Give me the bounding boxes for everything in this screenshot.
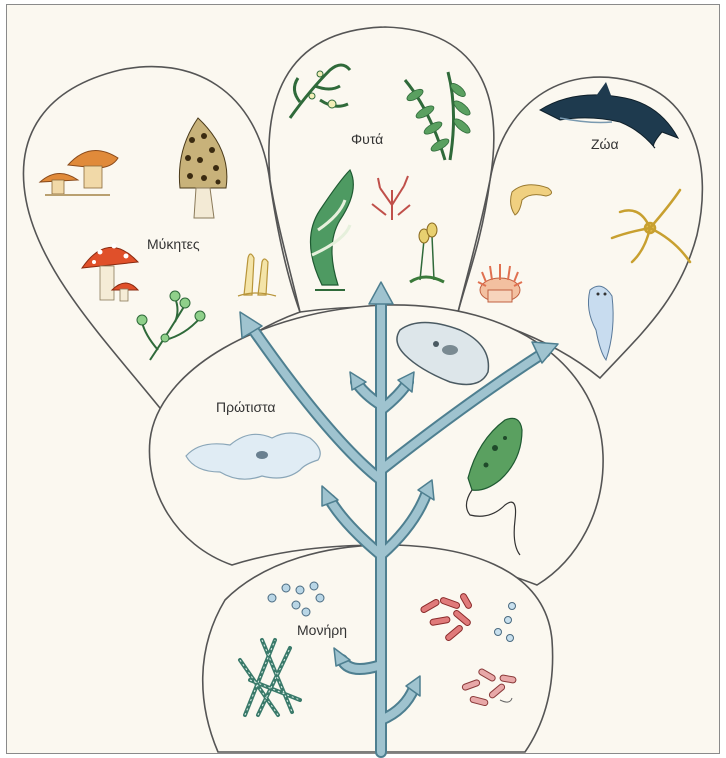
animals-label: Ζώα	[591, 136, 619, 152]
plants-region	[269, 27, 494, 312]
fungi-label: Μύκητες	[147, 236, 200, 252]
monera-label: Μονήρη	[297, 622, 347, 638]
protists-label: Πρώτιστα	[216, 399, 276, 415]
plants-label: Φυτά	[351, 131, 383, 147]
